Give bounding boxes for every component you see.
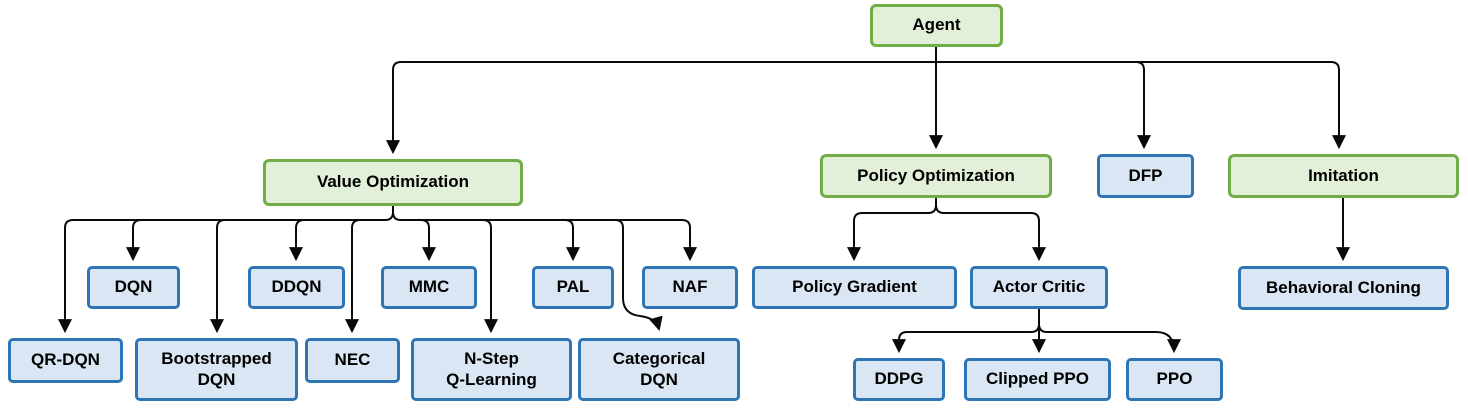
node-label: DFP [1128, 165, 1163, 185]
node-label: Value Optimization [316, 172, 470, 192]
node-mmc: MMC [381, 266, 477, 309]
edge-policy-optimization-policy-gradient [847, 204, 937, 262]
edge-value-optimization-dqn [126, 219, 385, 262]
node-nec: NEC [305, 338, 400, 383]
node-label: DDPG [874, 369, 924, 389]
node-label: PPO [1156, 369, 1193, 389]
node-label: Behavioral Cloning [1266, 277, 1421, 297]
node-policy-optimization: Policy Optimization [820, 154, 1052, 198]
node-label: Actor Critic [992, 277, 1086, 297]
edge-value-optimization-ddqn [289, 219, 385, 262]
node-label: PAL [556, 277, 590, 297]
node-pal: PAL [532, 266, 614, 309]
node-label: Bootstrapped DQN [161, 349, 272, 389]
node-label: N-Step Q-Learning [446, 349, 537, 389]
node-ddqn: DDQN [248, 266, 345, 309]
node-policy-gradient: Policy Gradient [752, 266, 957, 309]
node-agent: Agent [870, 4, 1003, 47]
edge-agent-dfp [936, 61, 1151, 150]
node-dqn: DQN [87, 266, 180, 309]
node-label: Agent [912, 15, 961, 35]
edge-policy-optimization-actor-critic [935, 204, 1046, 262]
edge-actor-critic-ppo [1038, 323, 1181, 354]
node-imitation: Imitation [1228, 154, 1459, 198]
node-label: DDQN [271, 277, 322, 297]
edge-value-optimization-naf [401, 219, 697, 262]
node-label: Clipped PPO [986, 369, 1089, 389]
edge-value-optimization-bootstrapped-dqn [210, 219, 385, 334]
node-n-step-q-learning: N-Step Q-Learning [411, 338, 572, 401]
node-label: Imitation [1308, 165, 1379, 185]
edge-agent-value-optimization [386, 61, 936, 155]
node-ddpg: DDPG [853, 358, 945, 401]
edge-agent-imitation [936, 61, 1346, 150]
node-clipped-ppo: Clipped PPO [964, 358, 1111, 401]
node-label: NEC [334, 350, 371, 370]
node-label: DQN [114, 277, 153, 297]
node-bootstrapped-dqn: Bootstrapped DQN [135, 338, 298, 401]
edge-value-optimization-categorical-dqn [401, 219, 663, 332]
edge-value-optimization-pal [401, 219, 580, 262]
node-ppo: PPO [1126, 358, 1223, 401]
node-actor-critic: Actor Critic [970, 266, 1108, 309]
edge-value-optimization-qr-dqn [58, 211, 394, 334]
node-dfp: DFP [1097, 154, 1194, 198]
node-qr-dqn: QR-DQN [8, 338, 123, 383]
node-label: QR-DQN [31, 350, 100, 370]
edge-value-optimization-nec [345, 219, 385, 334]
node-categorical-dqn: Categorical DQN [578, 338, 740, 401]
node-label: MMC [408, 277, 450, 297]
edge-actor-critic-ddpg [892, 323, 1040, 354]
node-label: Policy Gradient [792, 277, 917, 297]
node-value-optimization: Value Optimization [263, 159, 523, 206]
node-behavioral-cloning: Behavioral Cloning [1238, 266, 1449, 310]
node-label: Policy Optimization [857, 165, 1015, 185]
node-naf: NAF [642, 266, 738, 309]
node-label: NAF [672, 277, 708, 297]
node-label: Categorical DQN [612, 349, 706, 389]
